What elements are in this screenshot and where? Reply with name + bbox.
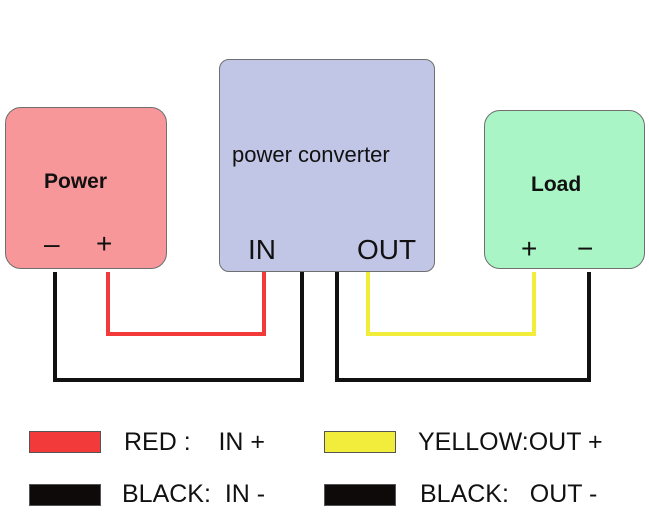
converter-out-terminal: OUT <box>357 234 417 265</box>
converter-in-terminal: IN <box>248 234 276 265</box>
legend-yellow-swatch <box>324 431 396 453</box>
load-minus-terminal: − <box>577 233 594 264</box>
legend-black-in-text: BLACK: IN - <box>122 480 266 508</box>
legend-yellow-text: YELLOW:OUT + <box>418 428 603 456</box>
red-wire-in <box>106 272 266 336</box>
black-wire-out <box>335 272 591 382</box>
power-title: Power <box>44 170 108 193</box>
yellow-wire-out <box>366 272 536 336</box>
power-block <box>5 107 167 269</box>
legend-black-out-text: BLACK: OUT - <box>420 480 598 508</box>
legend-red-swatch <box>29 431 101 453</box>
legend-red-text: RED : IN + <box>124 428 266 456</box>
load-block <box>484 110 645 269</box>
converter-title: power converter <box>232 142 390 167</box>
power-minus-terminal: – <box>44 228 60 259</box>
load-title: Load <box>531 173 582 196</box>
power-plus-terminal: + <box>96 228 113 259</box>
black-wire-in <box>53 272 304 382</box>
load-plus-terminal: + <box>521 233 538 264</box>
legend-black-in-swatch <box>29 484 101 506</box>
power-converter-block <box>219 59 435 272</box>
legend-black-out-swatch <box>324 484 396 506</box>
